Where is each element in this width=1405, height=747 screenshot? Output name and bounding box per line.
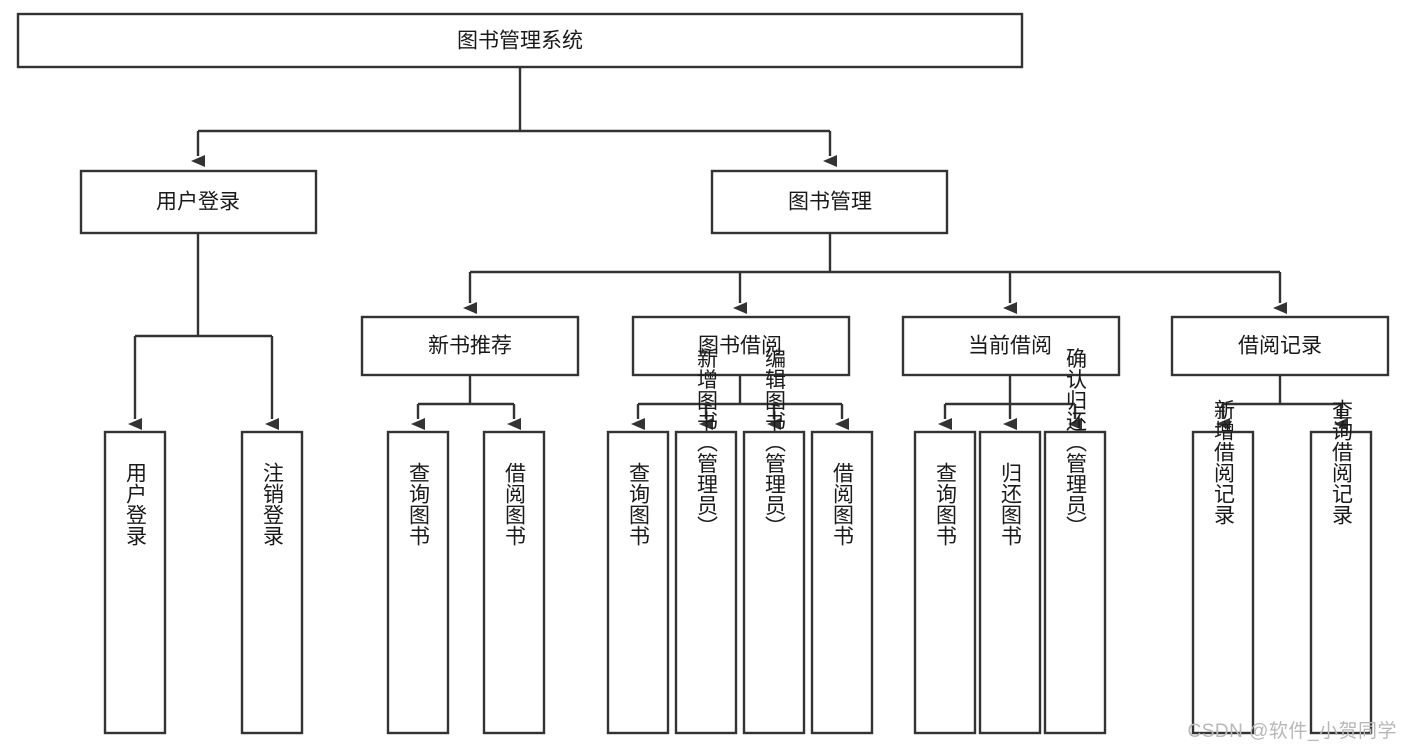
node-new-book-recommend-box[interactable] xyxy=(360,315,580,377)
node-leaf-query-book-1-label: 查询图书 xyxy=(407,462,431,546)
node-leaf-add-book-label: 新增图书（管理员） xyxy=(695,348,719,537)
node-leaf-edit-book-label: 编辑图书（管理员） xyxy=(763,348,787,537)
node-leaf-borrow-book-2[interactable]: 借阅图书 xyxy=(810,430,874,735)
node-book-borrow-label: 图书借阅 xyxy=(698,335,782,358)
node-leaf-borrow-book-1-label: 借阅图书 xyxy=(503,462,527,546)
node-borrow-record-box[interactable] xyxy=(1170,315,1390,377)
node-leaf-query-record-label: 查询借阅记录 xyxy=(1330,399,1354,525)
node-leaf-return-book-box[interactable] xyxy=(978,430,1042,735)
node-root-label: 图书管理系统 xyxy=(457,30,583,53)
node-book-manage-label: 图书管理 xyxy=(788,191,872,214)
node-leaf-add-book-box[interactable] xyxy=(674,430,738,735)
node-book-manage-box[interactable] xyxy=(710,169,949,235)
node-leaf-edit-book[interactable]: 编辑图书（管理员） xyxy=(742,348,806,735)
node-leaf-borrow-book-2-label: 借阅图书 xyxy=(831,462,855,546)
node-user-login-box[interactable] xyxy=(79,169,318,235)
node-user-login[interactable]: 用户登录 xyxy=(79,169,318,235)
node-leaf-add-record-label: 新增借阅记录 xyxy=(1212,399,1236,525)
node-leaf-confirm-return[interactable]: 确认归还（管理员） xyxy=(1043,348,1107,735)
node-book-manage[interactable]: 图书管理 xyxy=(710,169,949,235)
node-leaf-user-login-box[interactable] xyxy=(103,430,167,735)
node-leaf-query-book-2-label: 查询图书 xyxy=(627,462,651,546)
node-leaf-edit-book-box[interactable] xyxy=(742,430,806,735)
node-leaf-query-book-2-box[interactable] xyxy=(606,430,670,735)
node-book-borrow-box[interactable] xyxy=(631,315,851,377)
node-leaf-logout-label: 注销登录 xyxy=(261,462,285,546)
node-leaf-query-book-3-label: 查询图书 xyxy=(934,462,958,546)
node-leaf-query-book-3-box[interactable] xyxy=(913,430,977,735)
node-leaf-user-login-label: 用户登录 xyxy=(124,462,148,546)
node-leaf-add-record-box[interactable] xyxy=(1191,430,1255,735)
node-leaf-user-login[interactable]: 用户登录 xyxy=(103,430,167,735)
connector-layer xyxy=(128,67,1348,430)
node-root[interactable]: 图书管理系统 xyxy=(16,12,1024,69)
node-leaf-add-book[interactable]: 新增图书（管理员） xyxy=(674,348,738,735)
node-leaf-borrow-book-1-box[interactable] xyxy=(482,430,546,735)
node-new-book-recommend[interactable]: 新书推荐 xyxy=(360,315,580,377)
node-leaf-borrow-book-1[interactable]: 借阅图书 xyxy=(482,430,546,735)
node-leaf-query-book-3[interactable]: 查询图书 xyxy=(913,430,977,735)
node-leaf-borrow-book-2-box[interactable] xyxy=(810,430,874,735)
node-current-borrow[interactable]: 当前借阅 xyxy=(901,315,1121,377)
node-leaf-query-book-2[interactable]: 查询图书 xyxy=(606,430,670,735)
node-borrow-record[interactable]: 借阅记录 xyxy=(1170,315,1390,377)
node-leaf-return-book[interactable]: 归还图书 xyxy=(978,430,1042,735)
node-leaf-confirm-return-box[interactable] xyxy=(1043,430,1107,735)
node-book-borrow[interactable]: 图书借阅 xyxy=(631,315,851,377)
node-leaf-query-record-box[interactable] xyxy=(1309,430,1373,735)
node-borrow-record-label: 借阅记录 xyxy=(1238,335,1322,358)
node-user-login-label: 用户登录 xyxy=(156,191,240,214)
node-leaf-query-record[interactable]: 查询借阅记录 xyxy=(1309,399,1373,735)
node-root-box[interactable] xyxy=(16,12,1024,69)
node-leaf-logout-box[interactable] xyxy=(240,430,304,735)
node-leaf-add-record[interactable]: 新增借阅记录 xyxy=(1191,399,1255,735)
node-current-borrow-box[interactable] xyxy=(901,315,1121,377)
node-leaf-return-book-label: 归还图书 xyxy=(999,462,1023,546)
node-new-book-recommend-label: 新书推荐 xyxy=(428,335,512,358)
node-current-borrow-label: 当前借阅 xyxy=(968,335,1052,358)
node-leaf-confirm-return-label: 确认归还（管理员） xyxy=(1064,348,1088,537)
node-leaf-logout[interactable]: 注销登录 xyxy=(240,430,304,735)
node-leaf-query-book-1[interactable]: 查询图书 xyxy=(386,430,450,735)
node-leaf-query-book-1-box[interactable] xyxy=(386,430,450,735)
